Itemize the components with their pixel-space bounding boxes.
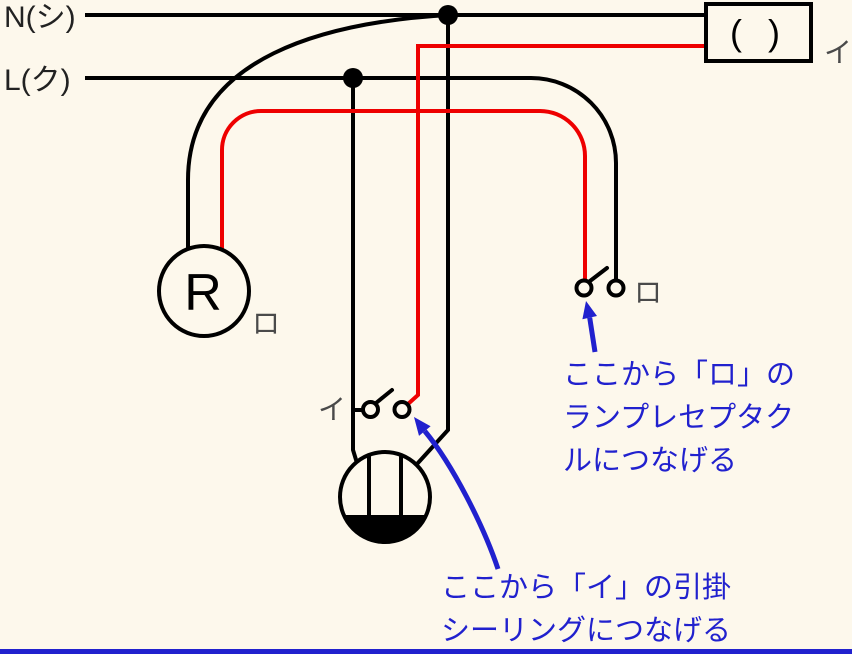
annotation-ro-line-2: ランプレセプタク [563, 402, 794, 434]
live-label: L(ク) [4, 64, 71, 97]
switch-ro-terminal-left [574, 278, 594, 298]
annotation-arrowhead-to-switch-i [414, 417, 431, 436]
switch-ro-lever [588, 266, 609, 283]
omitted-load-symbol: ( ) [730, 12, 788, 53]
switch-ro-terminal-right [606, 278, 626, 298]
switch-ro-tag: ロ [634, 277, 662, 308]
red-wire-box-to-switch-i [406, 44, 706, 406]
bottom-border-bar [0, 649, 852, 654]
omitted-load-box [704, 2, 813, 63]
lamp-receptacle-symbol: R [184, 264, 222, 322]
neutral-label: N(シ) [4, 1, 76, 34]
annotation-ro-line-3: ルにつなげる [563, 445, 737, 477]
switch-i-terminal-left [361, 400, 380, 419]
annotation-ro-line-1: ここから「ロ」の [563, 359, 795, 391]
annotation-arrow-to-switch-i [422, 429, 501, 570]
junction-dot-neutral [438, 5, 458, 25]
lamp-receptacle-circle [157, 244, 251, 338]
neutral-wire-to-ceiling [415, 15, 450, 466]
switch-i-tag: イ [318, 394, 346, 425]
ceiling-light-filled-base [343, 515, 427, 542]
neutral-wire-to-lamp [186, 13, 449, 248]
switch-i-lever [374, 388, 394, 405]
junction-dot-live [343, 68, 363, 88]
live-wire-to-switch-i-and-ceiling [351, 78, 359, 464]
annotation-i-line-2: シーリングにつなげる [441, 614, 731, 647]
annotation-arrowhead-to-switch-ro [582, 301, 597, 320]
annotation-arrow-to-switch-ro [587, 317, 598, 353]
omitted-load-tag: イ [824, 37, 852, 68]
lamp-receptacle-tag: ロ [252, 308, 280, 339]
red-wire-lamp-to-switch-ro [220, 109, 587, 281]
annotation-i-line-1: ここから「イ」の引掛 [441, 571, 731, 604]
live-wire-to-switch-ro [85, 76, 618, 281]
ceiling-light-circle [338, 450, 432, 544]
switch-i-terminal-right [392, 400, 412, 419]
